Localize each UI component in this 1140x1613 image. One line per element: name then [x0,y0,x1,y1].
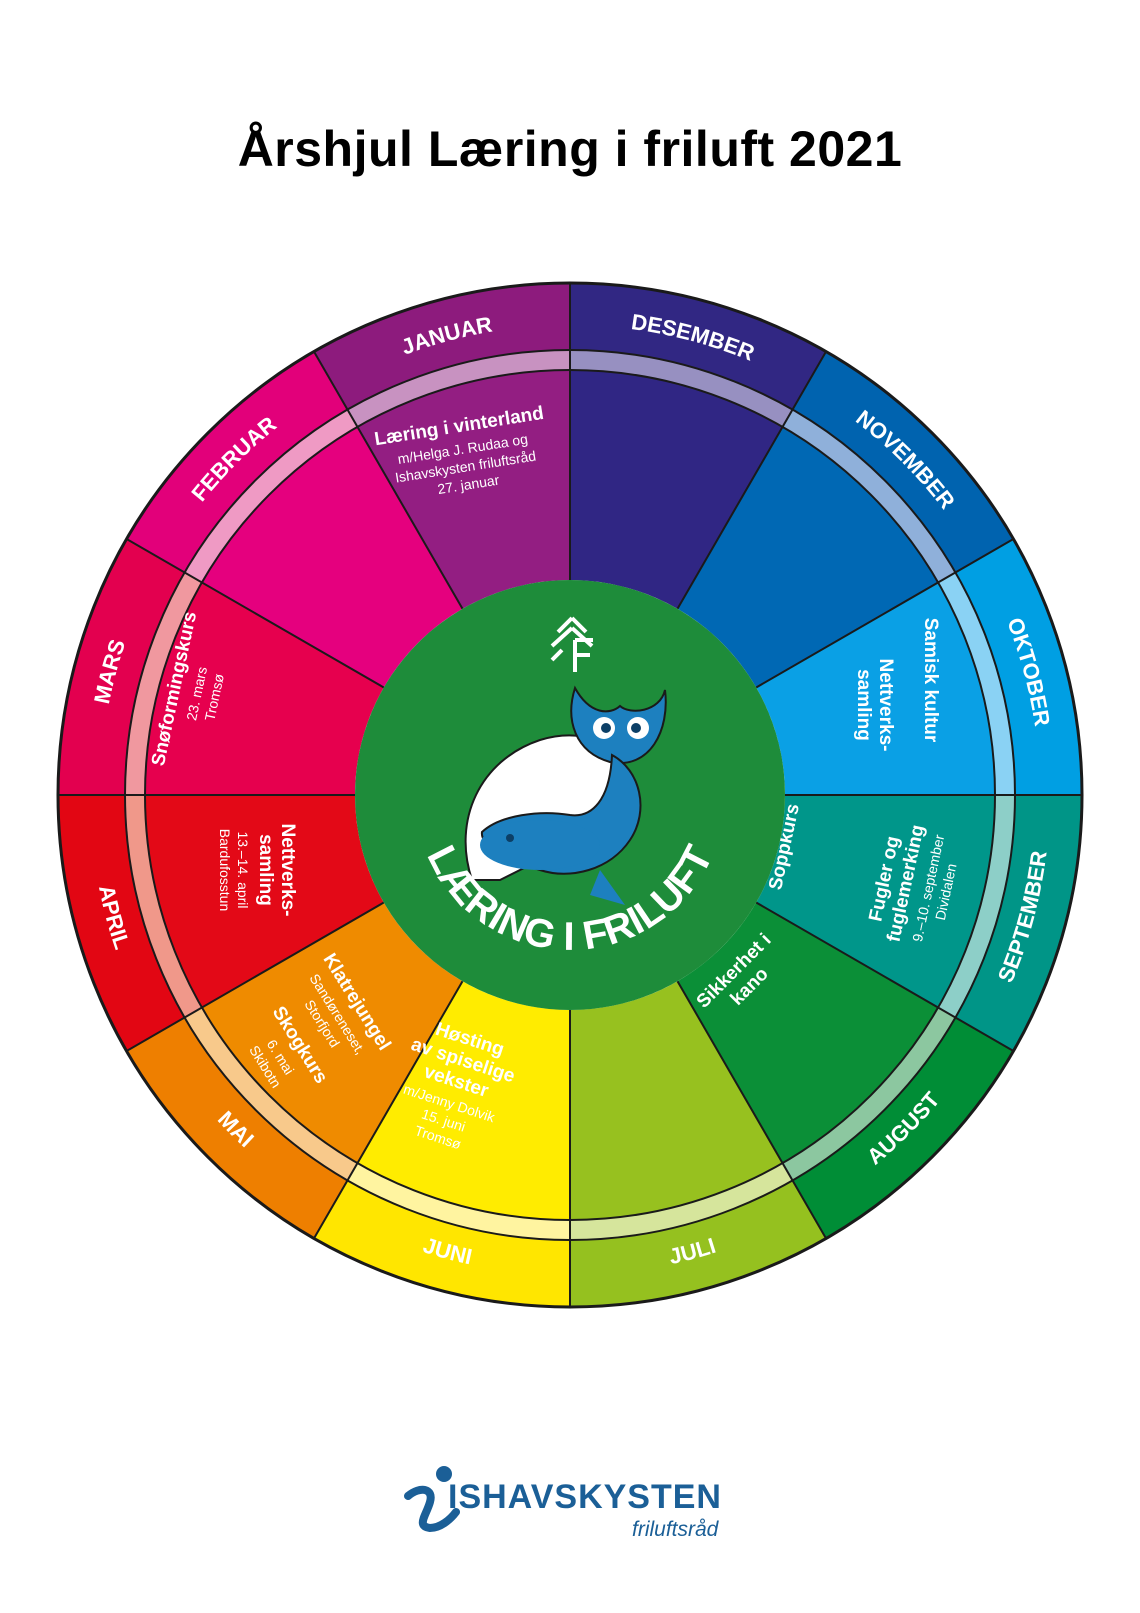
sector-outer-august [792,1017,1014,1239]
logo-sub-text: friluftsråd [632,1518,719,1541]
sector-outer-juni [314,1180,570,1307]
sector-divider [755,901,1014,1052]
tree-emblem-icon [550,616,594,672]
sector-band-juni [347,1163,570,1240]
sector-outer-april [58,795,185,1051]
sector-outer-juli [570,1180,826,1307]
event-title: samling [255,834,276,906]
sector-band-juli [570,1163,793,1240]
sector-divider [755,538,1014,689]
sector-band-desember [570,350,793,427]
logo-brand-text: ISHAVSKYSTEN [448,1478,722,1516]
sector-inner-september [756,795,995,1008]
sector-band-januar [347,350,570,427]
sector-divider [313,980,464,1239]
sector-divider [126,901,385,1052]
sector-inner-august [677,902,939,1164]
sector-inner-januar [357,370,570,609]
event-title: Samisk kultur [920,618,941,743]
event-title: Nettverks- [875,659,896,752]
sector-divider [126,538,385,689]
sector-band-april [125,795,202,1018]
sector-outer-september [955,795,1082,1051]
event-detail: 13.–14. april [235,831,251,908]
sector-divider [676,351,827,610]
sector-divider [676,980,827,1239]
sector-inner-juli [570,981,783,1220]
sector-band-august [782,1007,956,1181]
sector-outer-mai [126,1017,348,1239]
sector-inner-april [145,795,384,1008]
center-logo: LÆRING I FRILUFT [355,580,785,1010]
sector-divider [313,351,464,610]
sector-band-oktober [938,572,1015,795]
sector-outer-mars [58,539,185,795]
sector-inner-oktober [756,582,995,795]
sector-inner-desember [570,370,783,609]
owl-seal-icon [464,685,667,905]
event-title: Nettverks- [277,824,298,917]
logo-mark-icon [404,1466,460,1533]
sector-outer-februar [126,351,348,573]
sector-inner-mars [145,582,384,795]
sector-outer-oktober [955,539,1082,795]
sector-band-mars [125,572,202,795]
sector-outer-desember [570,283,826,410]
sector-band-februar [184,409,358,583]
event-oktober-1: Samisk kultur [920,618,941,743]
sector-band-mai [184,1007,358,1181]
sector-inner-mai [201,902,463,1164]
event-detail: Bardufosstun [217,829,233,912]
month-sectors [58,283,1082,1307]
sector-inner-juni [357,981,570,1220]
sector-outer-januar [314,283,570,410]
ring-borders [56,281,1084,1309]
sector-outer-november [792,351,1014,573]
sector-inner-november [677,426,939,688]
page-title: Årshjul Læring i friluft 2021 [237,121,903,177]
sector-band-september [938,795,1015,1018]
event-oktober-2: Nettverks-samling [853,659,896,752]
sector-band-november [782,409,956,583]
ishavskysten-logo: ISHAVSKYSTEN friluftsråd [400,1466,740,1568]
event-title: samling [853,669,874,741]
sector-inner-februar [201,426,463,688]
